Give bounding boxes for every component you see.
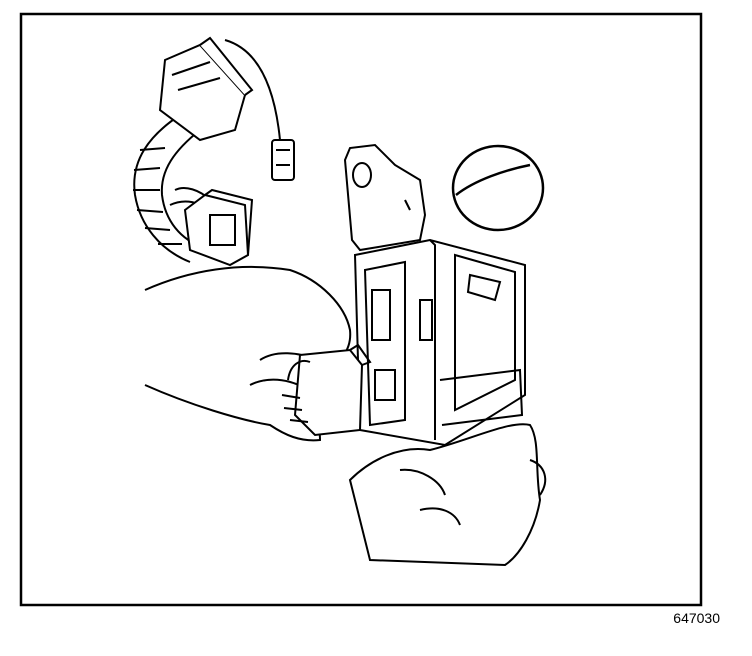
mounting-bracket xyxy=(343,143,427,252)
hand-lower xyxy=(348,423,547,567)
lower-connector xyxy=(281,343,372,437)
figure-number: 647030 xyxy=(673,610,720,626)
electronic-module xyxy=(353,238,526,447)
figure-border xyxy=(19,12,703,607)
upper-connector xyxy=(158,36,295,181)
round-cover xyxy=(451,144,545,232)
middle-connector xyxy=(183,188,254,267)
